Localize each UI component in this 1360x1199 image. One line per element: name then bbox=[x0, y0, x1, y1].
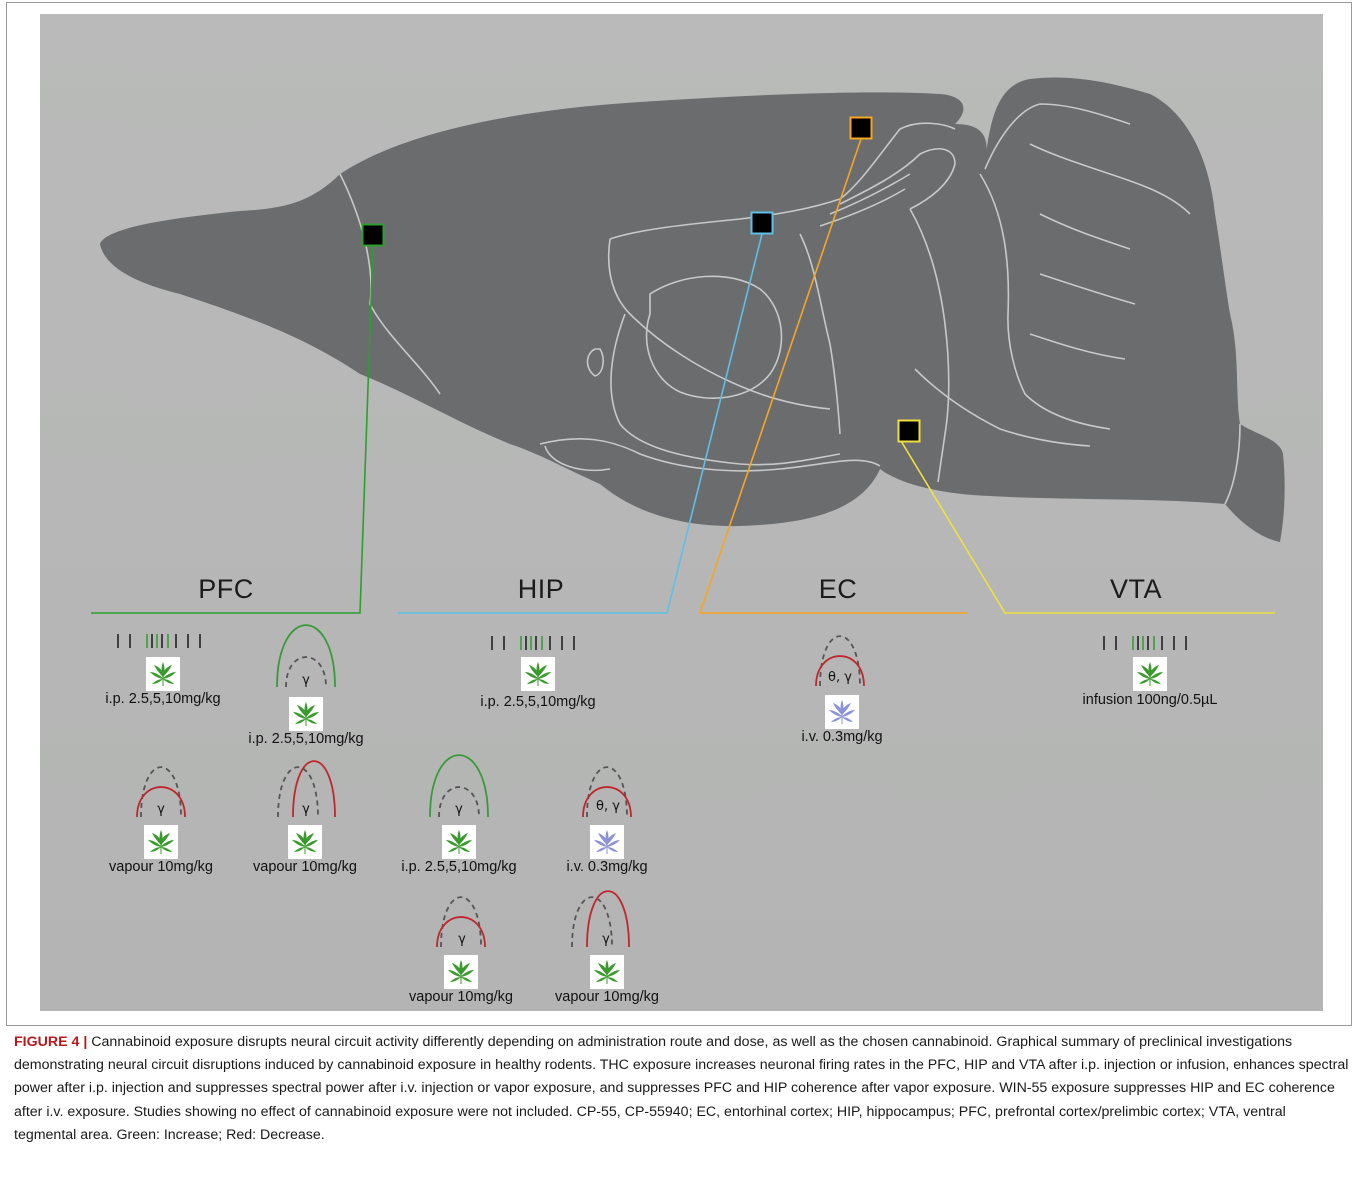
hip-ip-baseline-arc bbox=[438, 786, 480, 818]
win55-leaf-icon bbox=[590, 825, 624, 859]
pfc-firing-dose: i.p. 2.5,5,10mg/kg bbox=[105, 691, 221, 707]
thc-leaf-icon bbox=[146, 657, 180, 691]
brain-silhouette bbox=[100, 77, 1285, 543]
firing-raster-group bbox=[117, 634, 1187, 650]
ec-label: EC bbox=[818, 574, 858, 604]
ec-band: θ, γ bbox=[828, 670, 852, 685]
hip-ip-band: γ bbox=[455, 802, 463, 817]
caption-label: FIGURE 4 bbox=[14, 1034, 80, 1050]
brain-outlines bbox=[339, 103, 1241, 505]
vta-leader-line bbox=[900, 440, 1275, 614]
thc-leaf-icon bbox=[144, 825, 178, 859]
thc-leaf-icon bbox=[1133, 657, 1167, 691]
hip-vapour-a-decrease-arc bbox=[436, 916, 486, 948]
ec-region-marker bbox=[849, 116, 873, 140]
hip-vapour-a-dose: vapour 10mg/kg bbox=[409, 989, 513, 1005]
figure-panel: PFC HIP EC VTA i.p. 2.5,5,10mg/kg γ i.p.… bbox=[40, 14, 1323, 1011]
win55-leaf-icon bbox=[825, 695, 859, 729]
thc-leaf-icon bbox=[444, 955, 478, 989]
coherence-arc-group bbox=[136, 624, 865, 948]
pfc-vapour-b-dose: vapour 10mg/kg bbox=[253, 859, 357, 875]
pfc-ip-baseline-arc bbox=[285, 656, 327, 688]
hip-vapour-b-decrease-arc bbox=[586, 890, 630, 948]
pfc-vapour-a-band: γ bbox=[157, 802, 165, 817]
pfc-vapour-a-dose: vapour 10mg/kg bbox=[109, 859, 213, 875]
vta-firing-dose: infusion 100ng/0.5µL bbox=[1082, 692, 1218, 708]
hip-iv-dose: i.v. 0.3mg/kg bbox=[566, 859, 648, 875]
pfc-ip-band: γ bbox=[302, 673, 310, 688]
hip-ip-dose: i.p. 2.5,5,10mg/kg bbox=[401, 859, 517, 875]
pfc-vapour-a-decrease-arc bbox=[136, 786, 186, 818]
pfc-label: PFC bbox=[198, 574, 254, 604]
hip-leader-line bbox=[398, 233, 763, 614]
pfc-leader-line bbox=[91, 245, 374, 614]
pfc-vapour-b-band: γ bbox=[302, 802, 310, 817]
ec-dose: i.v. 0.3mg/kg bbox=[801, 729, 883, 745]
hip-iv-band: θ, γ bbox=[596, 799, 620, 814]
figure-caption: FIGURE 4 | Cannabinoid exposure disrupts… bbox=[14, 1031, 1350, 1147]
hip-region-marker bbox=[750, 211, 774, 235]
thc-leaf-icon bbox=[288, 825, 322, 859]
thc-leaf-icon bbox=[289, 697, 323, 731]
hip-firing-dose: i.p. 2.5,5,10mg/kg bbox=[480, 694, 596, 710]
ec-leader-line bbox=[698, 138, 967, 614]
caption-text: Cannabinoid exposure disrupts neural cir… bbox=[14, 1034, 1349, 1143]
hip-vapour-b-band: γ bbox=[602, 932, 610, 947]
pfc-vapour-b-decrease-arc bbox=[292, 760, 336, 818]
pfc-region-marker bbox=[361, 223, 385, 247]
pfc-ip-increase-arc bbox=[276, 624, 336, 688]
hip-vapour-b-baseline-arc bbox=[571, 896, 613, 948]
thc-leaf-icon bbox=[590, 955, 624, 989]
caption-separator: | bbox=[79, 1034, 92, 1050]
thc-leaf-icon bbox=[442, 825, 476, 859]
pfc-ip-dose: i.p. 2.5,5,10mg/kg bbox=[248, 731, 364, 747]
thc-leaf-icon bbox=[521, 657, 555, 691]
hip-iv-decrease-arc bbox=[582, 786, 632, 818]
pfc-vapour-b-baseline-arc bbox=[277, 766, 319, 818]
ec-decrease-arc bbox=[815, 655, 865, 687]
brain-diagram bbox=[91, 77, 1285, 948]
hip-vapour-b-dose: vapour 10mg/kg bbox=[555, 989, 659, 1005]
vta-label: VTA bbox=[1109, 574, 1162, 604]
hip-ip-increase-arc bbox=[429, 754, 489, 818]
hip-label: HIP bbox=[517, 574, 565, 604]
hip-vapour-a-band: γ bbox=[458, 932, 466, 947]
vta-region-marker bbox=[897, 419, 921, 443]
